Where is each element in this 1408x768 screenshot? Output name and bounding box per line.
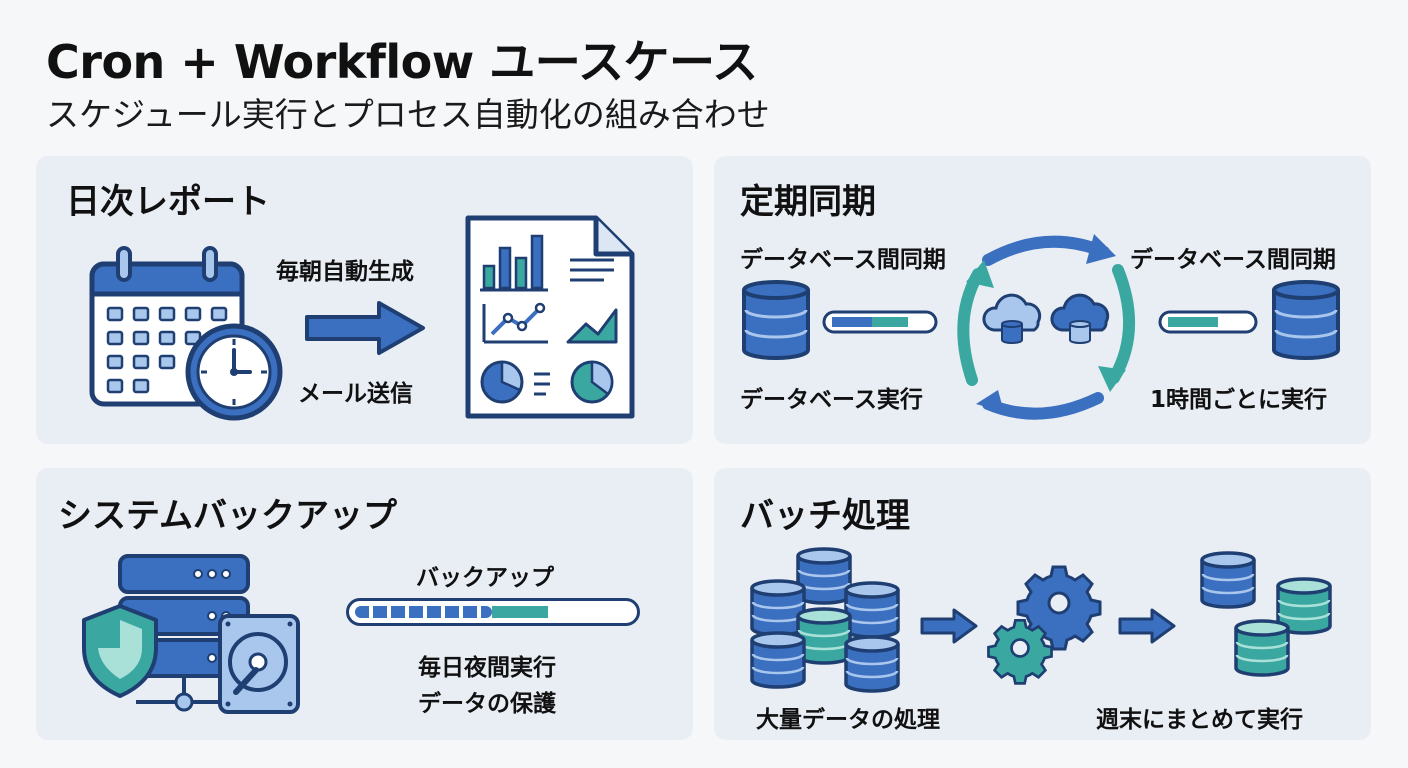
card-system-backup: システムバックアップ バックアップ 毎日夜間実行 データの保護 [36, 468, 693, 740]
database-icon [1272, 280, 1340, 360]
card-title-daily-report: 日次レポート [66, 182, 270, 222]
database-icon [742, 280, 810, 360]
arrow-right-icon [1118, 608, 1176, 644]
card-title-batch: バッチ処理 [740, 496, 910, 536]
sync-progress-right [1158, 310, 1258, 334]
page-title: Cron + Workflow ユースケース [46, 35, 758, 89]
label-db-sync-left: データベース間同期 [740, 247, 946, 273]
label-db-exec: データベース実行 [740, 387, 923, 413]
backup-progress-bar [346, 598, 640, 626]
label-hourly: 1時間ごとに実行 [1150, 387, 1328, 413]
label-protect: データの保護 [418, 691, 556, 717]
card-title-system-backup: システムバックアップ [58, 496, 397, 536]
clock-icon [185, 323, 283, 421]
label-db-sync-right: データベース間同期 [1130, 247, 1336, 273]
card-title-periodic-sync: 定期同期 [740, 182, 876, 222]
sync-cycle-icon [957, 234, 1136, 420]
label-mail-send: メール送信 [298, 381, 413, 407]
report-document-icon [465, 215, 635, 419]
arrow-right-icon [920, 608, 978, 644]
sync-progress-left [822, 310, 938, 334]
label-nightly: 毎日夜間実行 [418, 655, 556, 681]
label-bulk-processing: 大量データの処理 [756, 707, 940, 733]
backup-progress-tail [492, 606, 548, 618]
calendar-icon [89, 246, 245, 407]
database-stack-icon [1200, 551, 1332, 677]
card-daily-report: 日次レポート 毎朝自動生成 メール送信 [36, 156, 693, 444]
cloud-icon [982, 293, 1042, 344]
arrow-right-icon [305, 301, 425, 355]
card-batch: バッチ処理 [714, 468, 1371, 740]
database-stack-icon [750, 547, 900, 693]
label-backup: バックアップ [416, 565, 554, 591]
hard-drive-icon [218, 614, 300, 714]
backup-progress-fill [355, 606, 492, 618]
page-subtitle: スケジュール実行とプロセス自動化の組み合わせ [46, 95, 770, 134]
label-auto-generate: 毎朝自動生成 [276, 259, 414, 285]
cloud-icon [1050, 293, 1110, 344]
card-periodic-sync: 定期同期 データベース間同期 データベース間同期 データベース実行 [714, 156, 1371, 444]
shield-icon [82, 604, 158, 698]
gear-icon [987, 618, 1053, 685]
label-weekend: 週末にまとめて実行 [1096, 707, 1303, 733]
